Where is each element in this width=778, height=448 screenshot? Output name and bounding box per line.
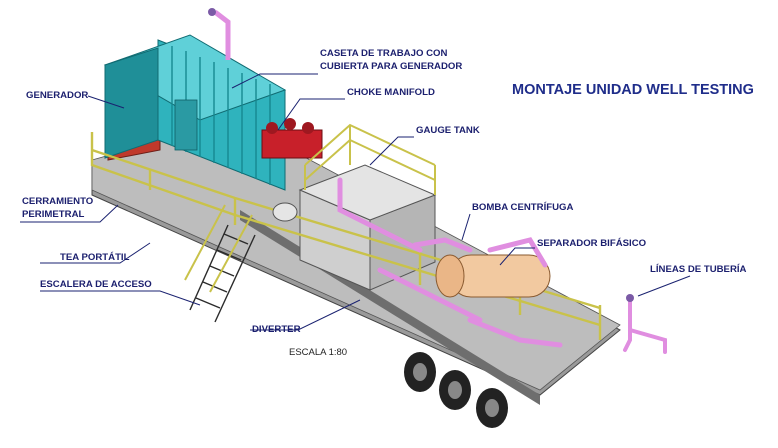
choke-manifold xyxy=(261,118,323,159)
trailer-wheels xyxy=(404,352,508,428)
flare-pipe xyxy=(213,10,231,60)
label-cerramiento-line1: CERRAMIENTO xyxy=(22,196,94,207)
cabin-side xyxy=(104,47,159,159)
pipe-lines-spool xyxy=(623,298,667,354)
label-gauge-tank: GAUGE TANK xyxy=(416,125,480,136)
gauge-tank-railing xyxy=(304,123,436,195)
label-caseta-line2: CUBIERTA PARA GENERADOR xyxy=(320,61,463,72)
label-diverter: DIVERTER xyxy=(252,324,301,335)
stair-handrail xyxy=(184,204,253,293)
label-cerramiento-line2: PERIMETRAL xyxy=(22,209,85,220)
label-separador-bifasico: SEPARADOR BIFÁSICO xyxy=(537,238,647,249)
page-title: MONTAJE UNIDAD WELL TESTING xyxy=(512,82,754,98)
label-choke-manifold: CHOKE MANIFOLD xyxy=(347,87,435,98)
scale-note: ESCALA 1:80 xyxy=(289,347,348,358)
access-stairs xyxy=(189,224,256,323)
label-caseta-line1: CASETA DE TRABAJO CON xyxy=(320,48,448,59)
label-bomba-centrifuga: BOMBA CENTRÍFUGA xyxy=(472,202,574,213)
flare-tip xyxy=(208,8,216,16)
label-escalera-acceso: ESCALERA DE ACCESO xyxy=(40,279,152,290)
pipe-flange xyxy=(626,294,634,302)
label-tea-portatil: TEA PORTÁTIL xyxy=(60,252,130,263)
label-lineas-tuberia: LÍNEAS DE TUBERÍA xyxy=(650,264,747,275)
cabin-door xyxy=(174,99,198,151)
process-pipes xyxy=(337,177,563,348)
leader-lines xyxy=(20,73,691,331)
two-phase-separator xyxy=(435,254,551,298)
label-generador: GENERADOR xyxy=(26,90,89,101)
portable-flare xyxy=(272,202,298,222)
